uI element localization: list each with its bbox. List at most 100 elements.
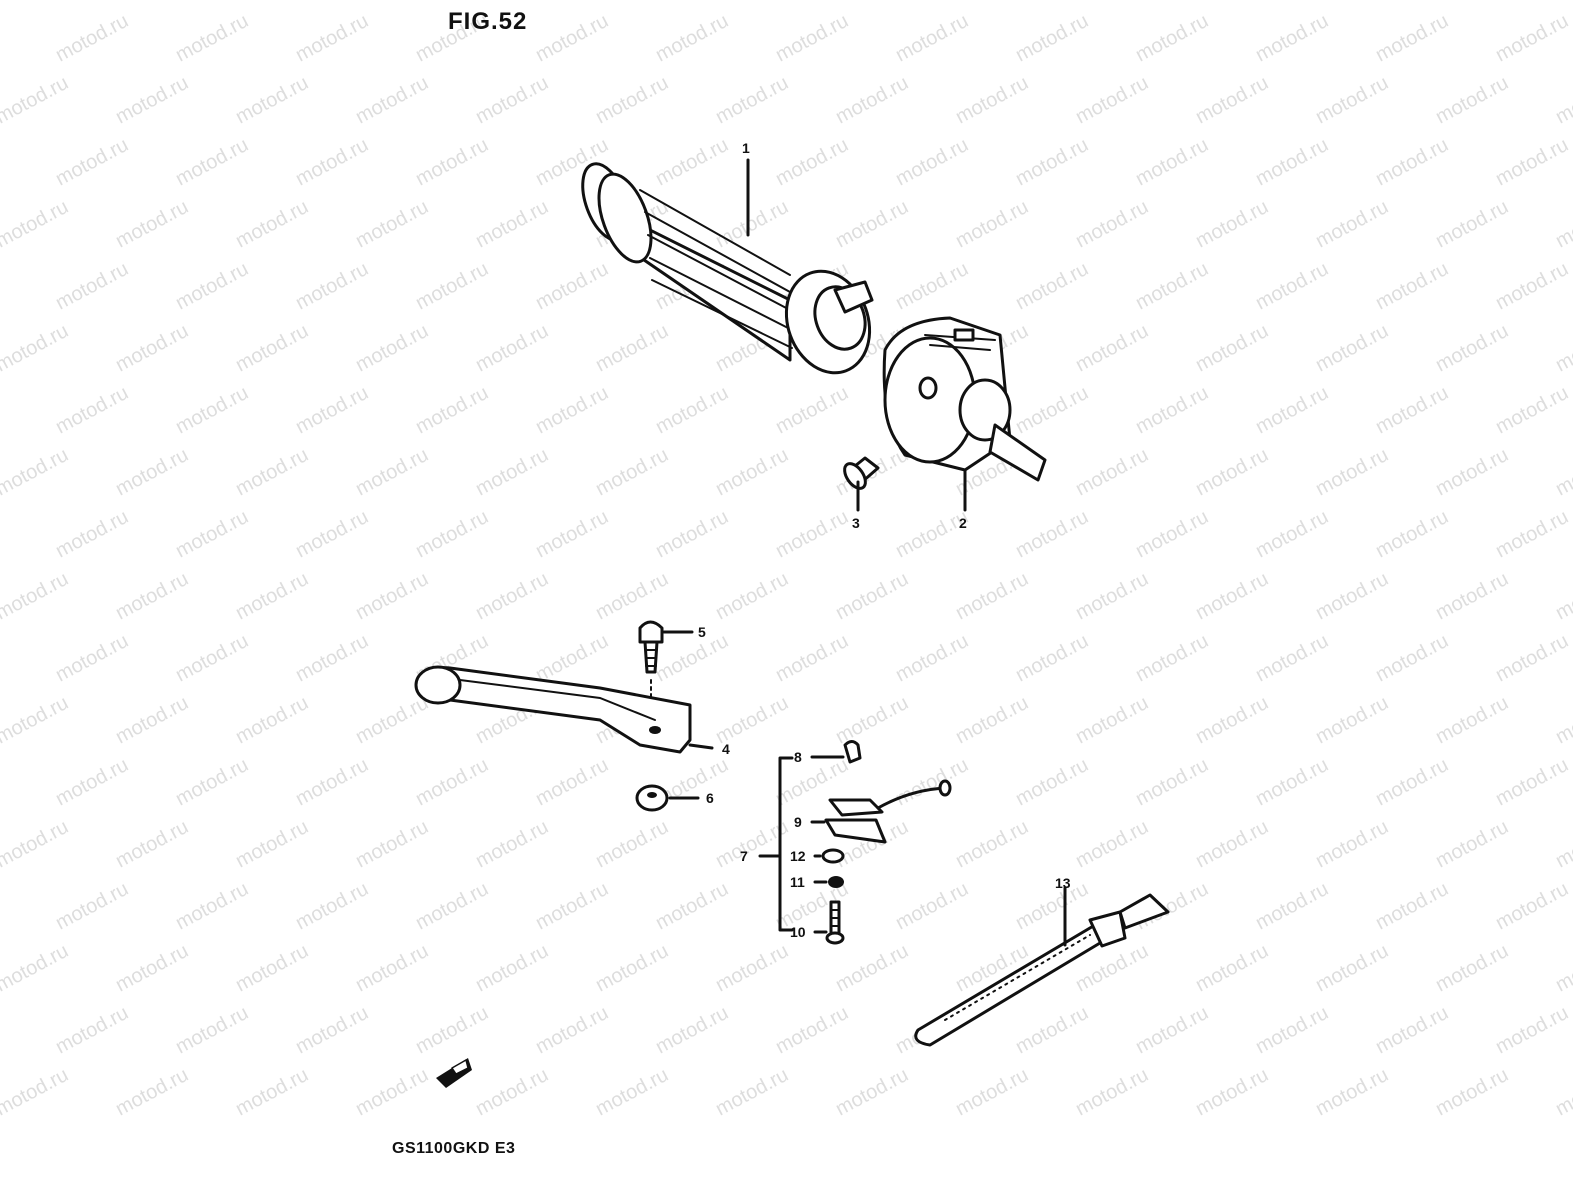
watermark-text: motod.ru <box>1552 196 1573 252</box>
watermark-text: motod.ru <box>172 1002 252 1058</box>
watermark-text: motod.ru <box>1132 382 1212 438</box>
watermark-text: motod.ru <box>1192 196 1272 252</box>
watermark-text: motod.ru <box>1252 1002 1332 1058</box>
watermark-text: motod.ru <box>772 382 852 438</box>
callout-13: 13 <box>1055 875 1071 891</box>
watermark-text: motod.ru <box>1192 568 1272 624</box>
watermark-text: motod.ru <box>1312 816 1392 872</box>
callout-5: 5 <box>698 624 706 640</box>
switch-housing-part <box>882 316 1047 512</box>
watermark-text: motod.ru <box>1552 568 1573 624</box>
watermark-text: motod.ru <box>1552 692 1573 748</box>
watermark-text: motod.ru <box>532 506 612 562</box>
watermark-text: motod.ru <box>352 816 432 872</box>
bolt-part-5 <box>638 620 694 701</box>
watermark-text: motod.ru <box>532 878 612 934</box>
watermark-text: motod.ru <box>352 444 432 500</box>
watermark-text: motod.ru <box>652 630 732 686</box>
watermark-text: motod.ru <box>1492 1002 1572 1058</box>
watermark-text: motod.ru <box>592 816 672 872</box>
watermark-text: motod.ru <box>1012 506 1092 562</box>
watermark-text: motod.ru <box>1432 692 1512 748</box>
watermark-text: motod.ru <box>952 816 1032 872</box>
watermark-text: motod.ru <box>0 568 72 624</box>
watermark-text: motod.ru <box>1192 444 1272 500</box>
watermark-text: motod.ru <box>1132 10 1212 66</box>
watermark-text: motod.ru <box>1192 940 1272 996</box>
watermark-text: motod.ru <box>892 878 972 934</box>
watermark-text: motod.ru <box>1192 816 1272 872</box>
nut-part-6 <box>635 784 700 812</box>
watermark-text: motod.ru <box>112 568 192 624</box>
watermark-text: motod.ru <box>1012 1002 1092 1058</box>
watermark-text: motod.ru <box>232 196 312 252</box>
watermark-text: motod.ru <box>1312 692 1392 748</box>
watermark-text: motod.ru <box>1312 196 1392 252</box>
watermark-text: motod.ru <box>112 444 192 500</box>
watermark-text: motod.ru <box>292 258 372 314</box>
watermark-text: motod.ru <box>472 1064 552 1120</box>
watermark-text: motod.ru <box>172 382 252 438</box>
watermark-text: motod.ru <box>112 320 192 376</box>
callout-7: 7 <box>740 848 748 864</box>
callout-11: 11 <box>790 874 805 890</box>
callout-1: 1 <box>742 140 750 156</box>
watermark-text: motod.ru <box>1432 816 1512 872</box>
watermark-text: motod.ru <box>412 506 492 562</box>
watermark-text: motod.ru <box>232 320 312 376</box>
watermark-text: motod.ru <box>532 10 612 66</box>
watermark-text: motod.ru <box>772 1002 852 1058</box>
watermark-text: motod.ru <box>0 940 72 996</box>
watermark-text: motod.ru <box>1072 568 1152 624</box>
watermark-text: motod.ru <box>952 196 1032 252</box>
watermark-text: motod.ru <box>532 630 612 686</box>
watermark-text: motod.ru <box>472 196 552 252</box>
watermark-text: motod.ru <box>1072 692 1152 748</box>
direction-symbol <box>436 1058 472 1088</box>
watermark-text: motod.ru <box>112 692 192 748</box>
watermark-text: motod.ru <box>1552 72 1573 128</box>
grip-part <box>581 162 874 375</box>
watermark-text: motod.ru <box>1372 10 1452 66</box>
watermark-text: motod.ru <box>1492 878 1572 934</box>
watermark-text: motod.ru <box>1192 320 1272 376</box>
watermark-text: motod.ru <box>892 754 972 810</box>
watermark-text: motod.ru <box>772 630 852 686</box>
watermark-text: motod.ru <box>892 258 972 314</box>
watermark-text: motod.ru <box>172 258 252 314</box>
watermark-text: motod.ru <box>1492 10 1572 66</box>
watermark-text: motod.ru <box>472 568 552 624</box>
watermark-text: motod.ru <box>952 72 1032 128</box>
watermark-text: motod.ru <box>1312 940 1392 996</box>
watermark-text: motod.ru <box>172 630 252 686</box>
watermark-text: motod.ru <box>1552 444 1573 500</box>
watermark-text: motod.ru <box>292 134 372 190</box>
watermark-text: motod.ru <box>472 72 552 128</box>
watermark-text: motod.ru <box>172 754 252 810</box>
watermark-text: motod.ru <box>352 196 432 252</box>
watermark-text: motod.ru <box>412 1002 492 1058</box>
watermark-text: motod.ru <box>1432 72 1512 128</box>
watermark-text: motod.ru <box>1012 258 1092 314</box>
watermark-text: motod.ru <box>1312 568 1392 624</box>
watermark-text: motod.ru <box>0 692 72 748</box>
watermark-text: motod.ru <box>892 630 972 686</box>
watermark-text: motod.ru <box>1012 382 1092 438</box>
watermark-text: motod.ru <box>712 692 792 748</box>
watermark-text: motod.ru <box>112 1064 192 1120</box>
watermark-text: motod.ru <box>832 196 912 252</box>
watermark-text: motod.ru <box>652 506 732 562</box>
watermark-text: motod.ru <box>952 568 1032 624</box>
watermark-text: motod.ru <box>652 1002 732 1058</box>
watermark-text: motod.ru <box>172 10 252 66</box>
callout-10: 10 <box>790 924 806 940</box>
watermark-text: motod.ru <box>0 816 72 872</box>
watermark-text: motod.ru <box>232 692 312 748</box>
watermark-text: motod.ru <box>652 134 732 190</box>
watermark-text: motod.ru <box>1072 816 1152 872</box>
watermark-text: motod.ru <box>52 506 132 562</box>
watermark-text: motod.ru <box>292 754 372 810</box>
watermark-text: motod.ru <box>652 10 732 66</box>
watermark-text: motod.ru <box>472 444 552 500</box>
watermark-text: motod.ru <box>832 692 912 748</box>
